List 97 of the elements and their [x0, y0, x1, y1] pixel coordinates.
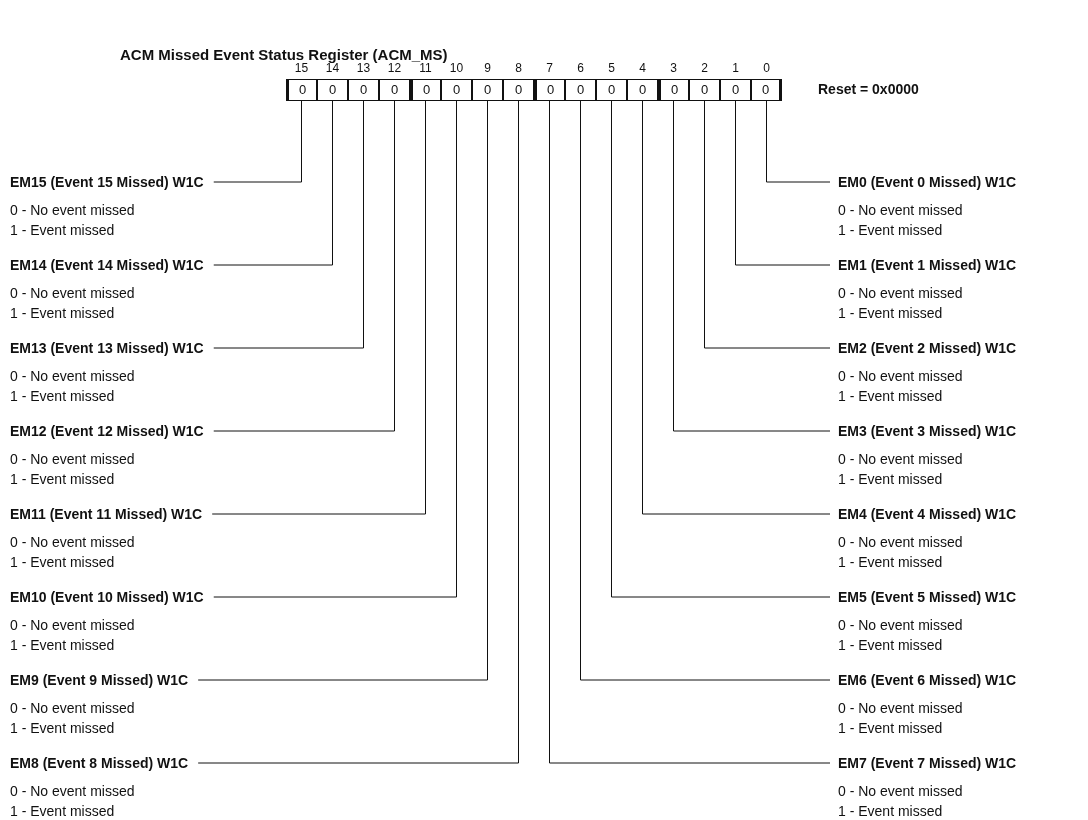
field-name: EM8 (Event 8 Missed) W1C [10, 754, 189, 773]
bit-cell: 0 [348, 79, 379, 101]
field-name: EM0 (Event 0 Missed) W1C [838, 173, 1017, 192]
field-name: EM10 (Event 10 Missed) W1C [10, 588, 204, 607]
value-description: 0 - No event missed [10, 616, 136, 635]
bit-cell: 0 [441, 79, 472, 101]
value-description: 0 - No event missed [838, 533, 964, 552]
bit-cell: 0 [472, 79, 503, 101]
value-description: 1 - Event missed [838, 387, 944, 406]
value-description: 1 - Event missed [10, 470, 116, 489]
leader-line [211, 100, 426, 515]
bit-cell: 0 [751, 79, 782, 101]
value-description: 0 - No event missed [10, 782, 136, 801]
bit-number: 3 [669, 61, 678, 75]
field-name: EM9 (Event 9 Missed) W1C [10, 671, 189, 690]
leader-line [580, 100, 831, 681]
leader-line [213, 100, 302, 183]
bit-cell: 0 [410, 79, 441, 101]
bit-number: 6 [576, 61, 585, 75]
bit-cell: 0 [720, 79, 751, 101]
leader-line [673, 100, 831, 432]
bit-number: 10 [448, 61, 465, 75]
value-description: 1 - Event missed [838, 304, 944, 323]
bit-cell: 0 [534, 79, 565, 101]
bit-cell: 0 [503, 79, 534, 101]
bit-number: 8 [514, 61, 523, 75]
value-description: 0 - No event missed [838, 616, 964, 635]
field-name: EM14 (Event 14 Missed) W1C [10, 256, 204, 275]
bit-number: 4 [638, 61, 647, 75]
bit-cell: 0 [596, 79, 627, 101]
bit-cell: 0 [565, 79, 596, 101]
value-description: 1 - Event missed [10, 221, 116, 240]
bit-cell: 0 [689, 79, 720, 101]
value-description: 0 - No event missed [838, 699, 964, 718]
leader-line [213, 100, 395, 432]
value-description: 1 - Event missed [838, 470, 944, 489]
value-description: 0 - No event missed [10, 201, 136, 220]
value-description: 1 - Event missed [10, 719, 116, 738]
bit-cell: 0 [627, 79, 658, 101]
field-name: EM15 (Event 15 Missed) W1C [10, 173, 204, 192]
field-name: EM11 (Event 11 Missed) W1C [10, 505, 203, 524]
value-description: 0 - No event missed [10, 533, 136, 552]
value-description: 0 - No event missed [10, 699, 136, 718]
leader-line [197, 100, 519, 764]
bit-cell: 0 [379, 79, 410, 101]
bit-number: 2 [700, 61, 709, 75]
leader-line [549, 100, 831, 764]
field-name: EM1 (Event 1 Missed) W1C [838, 256, 1017, 275]
value-description: 1 - Event missed [10, 387, 116, 406]
field-name: EM3 (Event 3 Missed) W1C [838, 422, 1017, 441]
value-description: 1 - Event missed [10, 553, 116, 572]
bit-number: 12 [387, 61, 402, 75]
field-name: EM5 (Event 5 Missed) W1C [838, 588, 1017, 607]
value-description: 1 - Event missed [838, 553, 944, 572]
value-description: 1 - Event missed [10, 636, 116, 655]
value-description: 1 - Event missed [838, 221, 944, 240]
leader-line [197, 100, 488, 681]
field-name: EM2 (Event 2 Missed) W1C [838, 339, 1017, 358]
value-description: 0 - No event missed [838, 367, 964, 386]
bit-number: 13 [356, 61, 372, 75]
value-description: 0 - No event missed [838, 284, 964, 303]
diagram-title: ACM Missed Event Status Register (ACM_MS) [120, 46, 448, 63]
field-name: EM4 (Event 4 Missed) W1C [838, 505, 1017, 524]
bit-number: 1 [731, 61, 740, 75]
value-description: 0 - No event missed [10, 284, 136, 303]
bit-number: 7 [545, 61, 554, 75]
bit-cell: 0 [317, 79, 348, 101]
value-description: 0 - No event missed [838, 782, 964, 801]
leader-line [704, 100, 831, 349]
leader-line [213, 100, 457, 598]
bit-cell: 0 [658, 79, 689, 101]
value-description: 1 - Event missed [838, 636, 944, 655]
value-description: 0 - No event missed [10, 450, 136, 469]
leader-line [735, 100, 831, 266]
bit-number: 5 [607, 61, 616, 75]
value-description: 1 - Event missed [10, 304, 116, 323]
leader-line [213, 100, 364, 349]
bit-number: 0 [762, 61, 771, 75]
leader-line [213, 100, 333, 266]
bit-number: 15 [293, 61, 309, 75]
leader-line [611, 100, 831, 598]
bit-number: 11 [419, 61, 432, 75]
bit-number: 9 [483, 61, 492, 75]
value-description: 0 - No event missed [10, 367, 136, 386]
reset-value-label: Reset = 0x0000 [818, 81, 919, 97]
leader-line [642, 100, 831, 515]
leader-line [766, 100, 831, 183]
value-description: 1 - Event missed [838, 802, 944, 820]
value-description: 1 - Event missed [10, 802, 116, 820]
field-name: EM13 (Event 13 Missed) W1C [10, 339, 204, 358]
bit-cell: 0 [286, 79, 317, 101]
value-description: 0 - No event missed [838, 201, 964, 220]
field-name: EM12 (Event 12 Missed) W1C [10, 422, 204, 441]
value-description: 1 - Event missed [838, 719, 944, 738]
field-name: EM6 (Event 6 Missed) W1C [838, 671, 1017, 690]
value-description: 0 - No event missed [838, 450, 964, 469]
field-name: EM7 (Event 7 Missed) W1C [838, 754, 1017, 773]
